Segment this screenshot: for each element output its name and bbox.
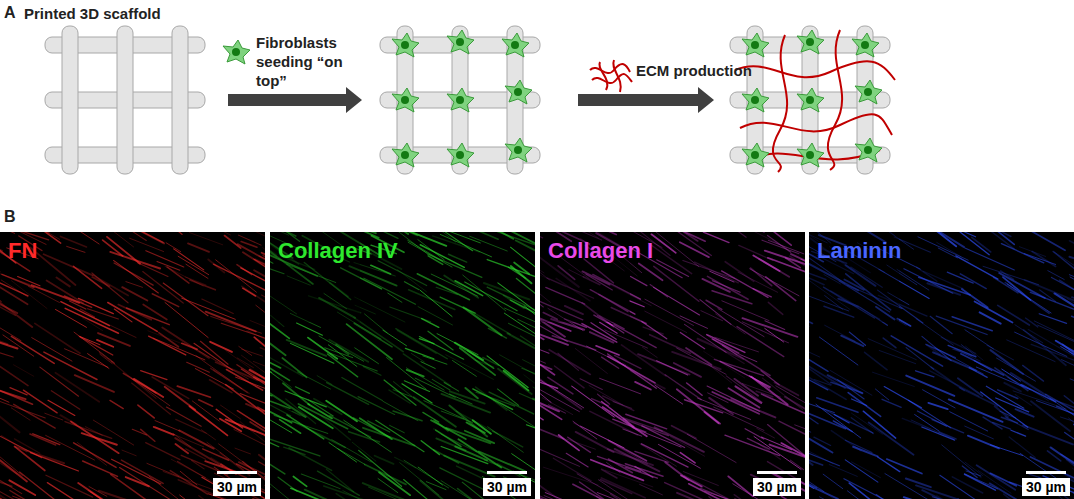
fibroblast-cell <box>392 88 419 112</box>
step-label: ECM production <box>636 62 752 79</box>
scale-label: 30 µm <box>483 478 531 496</box>
panel-letter: B <box>4 208 16 226</box>
fibroblast-cell <box>505 80 532 104</box>
fibroblast-cell <box>502 33 529 57</box>
fibroblast-cell <box>742 143 769 167</box>
fibroblast-cell <box>392 33 419 57</box>
fibroblast-cell <box>742 33 769 57</box>
scaffold-rod <box>117 26 133 174</box>
scale-label: 30 µm <box>213 478 261 496</box>
scale-bar <box>217 471 257 474</box>
micrograph-panel: Laminin 30 µm <box>809 232 1074 499</box>
process-arrow <box>578 87 714 113</box>
panel-title: Printed 3D scaffold <box>24 5 161 22</box>
fibroblast-cell <box>742 88 769 112</box>
fiber-texture <box>0 232 265 499</box>
fibroblast-cell <box>447 143 474 167</box>
micrograph-panel: FN 30 µm <box>0 232 265 499</box>
process-arrow <box>228 87 362 113</box>
stain-label: Collagen I <box>548 238 653 264</box>
scale-bar <box>1026 471 1066 474</box>
ecm-fiber <box>740 114 892 135</box>
scale-label: 30 µm <box>753 478 801 496</box>
scaffold-grid <box>730 26 895 174</box>
fibroblast-cell <box>797 143 824 167</box>
scale-bar <box>487 471 527 474</box>
micrograph-panel: Collagen IV 30 µm <box>270 232 535 499</box>
fibroblast-cell <box>447 30 474 54</box>
fibroblast-cell <box>855 138 882 162</box>
fibroblast-cell <box>855 80 882 104</box>
scaffold-rod <box>62 26 78 174</box>
fibroblast-cell <box>223 40 250 64</box>
fiber-texture <box>809 232 1074 499</box>
scaffold-rod <box>172 26 188 174</box>
ecm-fiber <box>735 61 895 80</box>
scaffold-grid <box>45 26 205 174</box>
ecm-icon <box>590 60 632 92</box>
step-label: Fibroblasts seeding “on top” <box>256 34 368 90</box>
ecm-fiber <box>828 30 842 170</box>
scale-label: 30 µm <box>1022 478 1070 496</box>
ecm-fiber <box>773 35 787 172</box>
fiber-texture <box>270 232 535 499</box>
scale-bar <box>757 471 797 474</box>
fibroblast-cell <box>797 30 824 54</box>
micrograph-panel: Collagen I 30 µm <box>540 232 805 499</box>
fibroblast-cell <box>797 88 824 112</box>
panel-letter: A <box>4 4 16 22</box>
fiber-texture <box>540 232 805 499</box>
fibroblast-cell <box>852 33 879 57</box>
scaffold-grid <box>380 26 540 174</box>
stain-label: FN <box>8 238 37 264</box>
fibroblast-cell <box>447 88 474 112</box>
stain-label: Collagen IV <box>278 238 398 264</box>
fibroblast-cell <box>505 138 532 162</box>
stain-label: Laminin <box>817 238 901 264</box>
fibroblast-cell <box>392 143 419 167</box>
